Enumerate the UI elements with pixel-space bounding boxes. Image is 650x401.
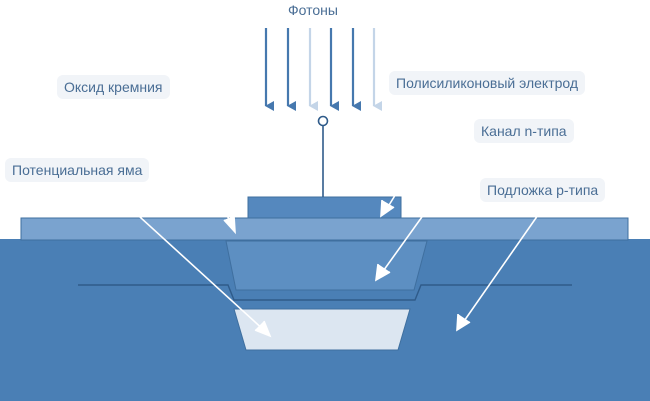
leader-electrode	[385, 97, 456, 211]
leader-electrode-head	[380, 199, 395, 218]
leader-arrows	[105, 97, 546, 338]
silicon-oxide-label: Оксид кремния	[57, 75, 170, 99]
polysilicon-electrode-block	[247, 196, 402, 219]
photons-label: Фотоны	[288, 2, 338, 18]
leader-substrate	[461, 204, 546, 325]
n-channel-region	[225, 240, 428, 291]
potential-well-region	[233, 308, 411, 351]
potential-well-label: Потенциальная яма	[5, 158, 150, 182]
leader-well	[105, 185, 267, 333]
leader-channel-head	[375, 263, 391, 282]
substrate-boundary-line	[78, 284, 572, 301]
leader-well-head	[254, 320, 272, 338]
leader-oxide-head	[223, 215, 236, 235]
leader-oxide	[175, 105, 233, 227]
electrode-terminal-icon	[317, 115, 329, 127]
n-channel-label: Канал n-типа	[474, 119, 574, 143]
silicon-oxide-layer	[20, 217, 629, 241]
leader-channel	[380, 142, 476, 275]
photon-arrows	[264, 28, 382, 111]
leader-substrate-head	[456, 313, 471, 332]
p-substrate-label: Подложка p-типа	[480, 178, 606, 202]
polysilicon-electrode-label: Полисиликоновый электрод	[389, 71, 586, 95]
